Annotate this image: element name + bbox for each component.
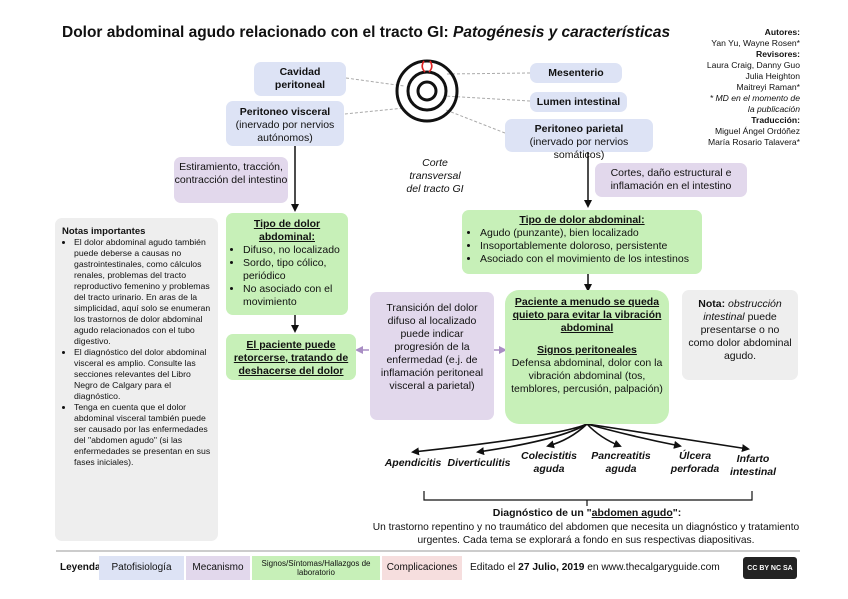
reviewers-2: Julia Heighton [745,71,800,81]
lumen-box: Lumen intestinal [530,92,627,112]
translators-2: María Rosario Talavera* [707,137,800,147]
title-main: Dolor abdominal agudo relacionado con el… [62,24,453,41]
dx-pancreatitis: Pancreatitis aguda [591,450,651,475]
patient-still-title: Paciente a menudo se queda quieto para e… [512,296,662,334]
reviewers-label: Revisores: [756,49,800,59]
parietal-pain-item-3: Asociado con el movimiento de los intest… [480,253,696,266]
parietal-pain-item-2: Insoportablemente doloroso, persistente [480,240,696,253]
acute-abdomen-heading: Diagnóstico de un "abdomen agudo": [382,507,792,520]
visceral-pain-list: Difuso, no localizado Sordo, tipo cólico… [231,244,343,309]
mesenterio-label: Mesenterio [548,67,604,79]
edited-post: en www.thecalgaryguide.com [584,562,720,573]
notes-title: Notas importantes [62,226,146,237]
legend-mechanism: Mecanismo [186,556,250,580]
parietal-pain-item-1: Agudo (punzante), bien localizado [480,227,696,240]
cc-license-icon: CC BY NC SA [743,557,797,579]
parietal-title: Peritoneo parietal [534,123,624,135]
translation-label: Traducción: [751,115,800,125]
dx-colecistitis: Colecistitis aguda [520,450,578,475]
notes-item-3: Tenga en cuenta que el dolor abdominal v… [74,402,212,468]
obstruction-note-rest: puede presentarse o no como dolor abdomi… [688,311,792,362]
writhe-label: El paciente puede retorcerse, tratando d… [233,339,349,377]
obstruction-colon: : [721,298,729,310]
notes-item-1: El dolor abdominal agudo también puede d… [74,237,212,347]
parietal-pain-title: Tipo de dolor abdominal: [519,214,645,226]
edited-date: 27 Julio, 2019 [518,562,585,573]
dx-ulcera: Úlcera perforada [670,450,720,475]
authors: Yan Yu, Wayne Rosen* [711,38,800,48]
credits: Autores: Yan Yu, Wayne Rosen* Revisores:… [707,27,800,148]
transition-label: Transición del dolor difuso al localizad… [380,302,484,392]
authors-label: Autores: [764,27,800,37]
patient-still-box: Paciente a menudo se queda quieto para e… [505,290,669,424]
visceral-subtitle: (inervado por nervios autónomos) [235,119,335,144]
parietal-pain-box: Tipo de dolor abdominal: Agudo (punzante… [462,210,702,274]
cavidad-peritoneal-box: Cavidad peritoneal [254,62,346,96]
stretch-label: Estiramiento, tracción, contracción del … [174,161,288,186]
important-notes-box: Notas importantes El dolor abdominal agu… [55,218,218,541]
lumen-label: Lumen intestinal [536,96,621,108]
obstruction-note-label: Nota [698,298,722,310]
peritoneal-signs-title: Signos peritoneales [537,344,637,356]
visceral-peritoneum-box: Peritoneo visceral (inervado por nervios… [226,101,344,146]
parietal-subtitle: (inervado por nervios somáticos) [529,136,629,161]
visceral-pain-item-1: Difuso, no localizado [243,244,343,257]
parietal-peritoneum-box: Peritoneo parietal (inervado por nervios… [505,119,653,161]
acute-abdomen-prefix: Diagnóstico de un " [492,507,592,519]
credits-note-1: * MD en el momento de [709,93,800,103]
title-italic: Patogénesis y características [453,24,671,41]
visceral-pain-item-2: Sordo, tipo cólico, periódico [243,257,343,283]
transition-box: Transición del dolor difuso al localizad… [370,292,494,420]
cavidad-peritoneal-label: Cavidad peritoneal [274,66,326,91]
writhe-box: El paciente puede retorcerse, tratando d… [226,334,356,380]
mesenterio-box: Mesenterio [530,63,622,83]
obstruction-note-italic: obstrucción intestinal [703,298,782,323]
notes-list: El dolor abdominal agudo también puede d… [62,237,212,468]
dx-diverticulitis: Diverticulitis [447,457,511,469]
cross-section-label: Corte transversal del tracto GI [406,157,464,195]
parietal-pain-list: Agudo (punzante), bien localizado Insopo… [468,227,696,266]
legend-complications: Complicaciones [382,556,462,580]
injury-box: Cortes, daño estructural e inflamación e… [595,163,747,197]
cc-license-label: CC BY NC SA [747,564,793,572]
reviewers-3: Maitreyi Raman* [736,82,800,92]
translators-1: Miguel Ángel Ordóñez [714,126,800,136]
edited-pre: Editado el [470,562,519,573]
acute-abdomen-term: abdomen agudo [591,507,673,519]
visceral-pain-title: Tipo de dolor abdominal: [253,218,321,243]
page-title: Dolor abdominal agudo relacionado con el… [62,24,670,42]
reviewers-1: Laura Craig, Danny Guo [706,60,800,70]
obstruction-note-box: Nota: obstrucción intestinal puede prese… [682,290,798,380]
dx-apendicitis: Apendicitis [384,457,442,469]
dx-infarto: Infarto intestinal [729,453,777,478]
edited-note: Editado el 27 Julio, 2019 en www.thecalg… [470,562,720,573]
visceral-title: Peritoneo visceral [239,106,331,118]
credits-note-2: la publicación [747,104,800,114]
peritoneal-signs-text: Defensa abdominal, dolor con la vibració… [511,357,663,395]
visceral-pain-box: Tipo de dolor abdominal: Difuso, no loca… [226,213,348,315]
gi-cross-section-icon [395,59,459,123]
legend-signs: Signos/Síntomas/Hallazgos de laboratorio [252,556,380,580]
acute-abdomen-definition: Un trastorno repentino y no traumático d… [372,522,800,546]
cross-section-caption: Corte transversal del tracto GI [404,157,466,196]
legend-label: Leyenda: [60,562,104,573]
notes-item-2: El diagnóstico del dolor abdominal visce… [74,347,212,402]
stretch-box: Estiramiento, tracción, contracción del … [174,157,288,203]
acute-abdomen-suffix: ": [672,507,682,519]
visceral-pain-item-3: No asociado con el movimiento [243,283,343,309]
injury-label: Cortes, daño estructural e inflamación e… [610,167,732,192]
legend-pathophysiology: Patofisiología [99,556,184,580]
